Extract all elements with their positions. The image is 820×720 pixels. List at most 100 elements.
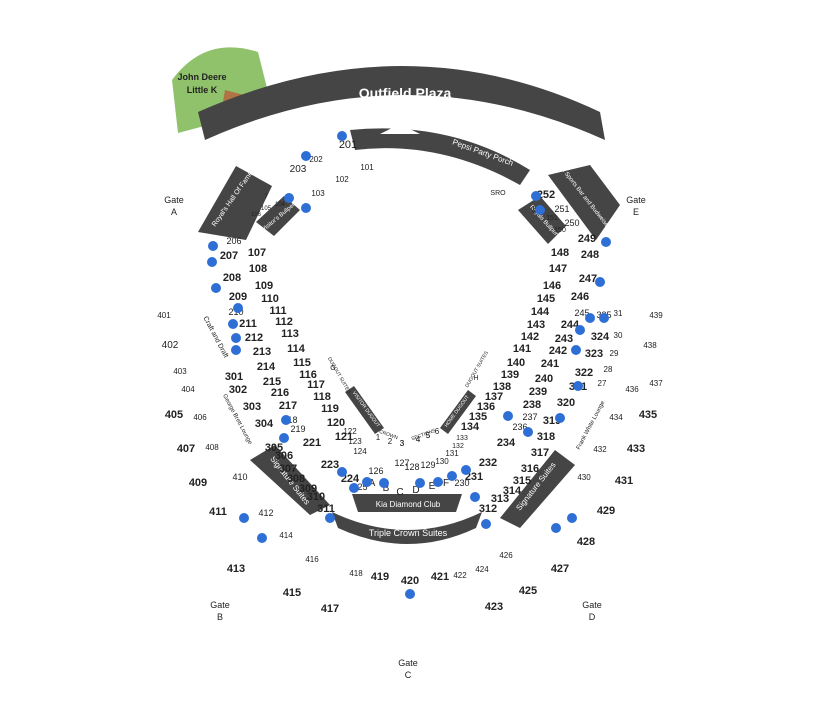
- section-230[interactable]: 230: [454, 478, 469, 488]
- section-1[interactable]: 1: [376, 433, 381, 442]
- rivals-patio[interactable]: [548, 165, 620, 240]
- section-7[interactable]: 7: [264, 194, 268, 200]
- section-215[interactable]: 215: [263, 376, 281, 388]
- section-301[interactable]: 301: [225, 371, 243, 383]
- section-C[interactable]: C: [396, 487, 403, 498]
- section-F[interactable]: F: [443, 478, 449, 489]
- section-439[interactable]: 439: [649, 311, 663, 320]
- section-27[interactable]: 27: [598, 379, 607, 388]
- section-322[interactable]: 322: [575, 367, 593, 379]
- section-146[interactable]: 146: [543, 280, 561, 292]
- section-107[interactable]: 107: [248, 247, 266, 259]
- section-317[interactable]: 317: [531, 447, 549, 459]
- section-213[interactable]: 213: [253, 346, 271, 358]
- section-207[interactable]: 207: [220, 250, 238, 262]
- section-244[interactable]: 244: [561, 319, 580, 331]
- section-405[interactable]: 405: [165, 409, 183, 421]
- section-127[interactable]: 127: [394, 458, 409, 468]
- section-247[interactable]: 247: [579, 273, 597, 285]
- section-139[interactable]: 139: [501, 369, 519, 381]
- section-121[interactable]: 121: [335, 431, 353, 443]
- section-B[interactable]: B: [383, 483, 390, 494]
- section-402[interactable]: 402: [162, 340, 179, 351]
- section-140[interactable]: 140: [507, 357, 525, 369]
- section-404[interactable]: 404: [181, 385, 195, 394]
- section-29[interactable]: 29: [610, 349, 619, 358]
- section-H[interactable]: H: [473, 375, 478, 382]
- section-430[interactable]: 430: [577, 473, 591, 482]
- section-412[interactable]: 412: [258, 508, 273, 518]
- section-112[interactable]: 112: [275, 316, 293, 328]
- section-135[interactable]: 135: [469, 411, 487, 423]
- kia-diamond-club[interactable]: [352, 494, 462, 512]
- section-419[interactable]: 419: [371, 571, 389, 583]
- section-3[interactable]: 3: [400, 439, 405, 448]
- section-151[interactable]: 151: [546, 215, 558, 222]
- section-E[interactable]: E: [429, 481, 436, 492]
- section-421[interactable]: 421: [431, 571, 449, 583]
- section-409[interactable]: 409: [189, 477, 207, 489]
- section-212[interactable]: 212: [245, 332, 263, 344]
- section-410[interactable]: 410: [232, 472, 247, 482]
- section-4[interactable]: 4: [416, 435, 421, 444]
- section-312[interactable]: 312: [479, 503, 497, 515]
- section-432[interactable]: 432: [593, 445, 607, 454]
- section-104[interactable]: 104: [275, 202, 286, 208]
- section-424[interactable]: 424: [475, 565, 489, 574]
- gate-a[interactable]: Gate: [164, 195, 184, 205]
- section-315[interactable]: 315: [513, 475, 531, 487]
- section-308[interactable]: 308: [287, 473, 305, 485]
- section-252[interactable]: 252: [537, 189, 555, 201]
- section-318[interactable]: 318: [537, 431, 555, 443]
- section-116[interactable]: 116: [299, 369, 317, 381]
- triple-crown-suites[interactable]: [332, 512, 482, 544]
- section-306[interactable]: 306: [275, 450, 293, 462]
- section-105[interactable]: 105: [261, 206, 272, 212]
- section-426[interactable]: 426: [499, 551, 513, 560]
- section-427[interactable]: 427: [551, 563, 569, 575]
- section-320[interactable]: 320: [557, 397, 575, 409]
- section-231[interactable]: 231: [465, 471, 483, 483]
- section-302[interactable]: 302: [229, 384, 247, 396]
- section-142[interactable]: 142: [521, 331, 539, 343]
- section-323[interactable]: 323: [585, 348, 603, 360]
- section-203[interactable]: 203: [290, 164, 307, 175]
- gate-c[interactable]: Gate: [398, 658, 418, 668]
- section-122[interactable]: 122: [343, 427, 357, 436]
- section-5[interactable]: 5: [426, 431, 431, 440]
- section-414[interactable]: 414: [279, 531, 293, 540]
- section-423[interactable]: 423: [485, 601, 503, 613]
- section-234[interactable]: 234: [497, 437, 516, 449]
- section-431[interactable]: 431: [615, 475, 633, 487]
- signature-suites-right[interactable]: [500, 450, 575, 528]
- section-217[interactable]: 217: [279, 400, 297, 412]
- section-240[interactable]: 240: [535, 373, 553, 385]
- section-3[interactable]: 3: [400, 439, 405, 448]
- section-206[interactable]: 206: [226, 236, 241, 246]
- section-132[interactable]: 132: [452, 443, 464, 450]
- section-221[interactable]: 221: [303, 437, 321, 449]
- section-109[interactable]: 109: [255, 280, 273, 292]
- section-241[interactable]: 241: [541, 358, 559, 370]
- section-413[interactable]: 413: [227, 563, 245, 575]
- section-418[interactable]: 418: [349, 569, 363, 578]
- section-201[interactable]: 201: [339, 139, 357, 151]
- section-422[interactable]: 422: [453, 571, 467, 580]
- section-117[interactable]: 117: [307, 379, 325, 391]
- section-144[interactable]: 144: [531, 306, 550, 318]
- section-28[interactable]: 28: [604, 365, 613, 374]
- section-313[interactable]: 313: [491, 493, 509, 505]
- section-246[interactable]: 246: [571, 291, 589, 303]
- section-2[interactable]: 2: [388, 437, 393, 446]
- section-211[interactable]: 211: [239, 318, 257, 330]
- section-216[interactable]: 216: [271, 387, 289, 399]
- section-436[interactable]: 436: [625, 385, 639, 394]
- section-141[interactable]: 141: [513, 343, 531, 355]
- section-248[interactable]: 248: [581, 249, 599, 261]
- section-114[interactable]: 114: [287, 343, 306, 355]
- section-401[interactable]: 401: [157, 311, 171, 320]
- section-438[interactable]: 438: [643, 341, 657, 350]
- section-143[interactable]: 143: [527, 319, 545, 331]
- home-dugout[interactable]: [440, 390, 476, 434]
- section-251[interactable]: 251: [554, 204, 569, 214]
